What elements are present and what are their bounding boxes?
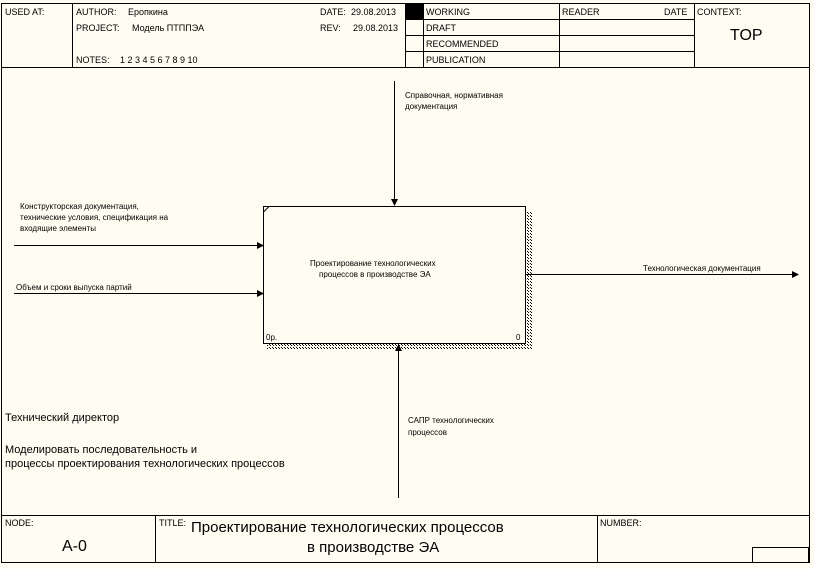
context-value: TOP bbox=[730, 27, 763, 44]
reader-date-label: DATE bbox=[664, 7, 688, 17]
number-label: NUMBER: bbox=[600, 518, 642, 528]
used-at-label: USED AT: bbox=[5, 7, 45, 17]
mechanism-label-line1: САПР технологических bbox=[408, 416, 494, 425]
control-label-line1: Справочная, нормативная bbox=[405, 91, 503, 100]
viewpoint-text: Технический директор bbox=[5, 412, 120, 424]
status-working: WORKING bbox=[426, 7, 470, 17]
status-recommended: RECOMMENDED bbox=[426, 39, 499, 49]
input1-label-line2: технические условия, спецификация на bbox=[20, 213, 169, 222]
activity-box bbox=[263, 206, 526, 344]
status-publication: PUBLICATION bbox=[426, 55, 486, 65]
context-label: CONTEXT: bbox=[697, 7, 742, 17]
date-label: DATE: bbox=[320, 7, 346, 17]
activity-name-line1: Проектирование технологических bbox=[310, 259, 436, 268]
date-value: 29.08.2013 bbox=[351, 7, 397, 17]
output-label: Технологическая документация bbox=[643, 264, 761, 273]
working-status-marker bbox=[406, 4, 423, 19]
rev-value: 29.08.2013 bbox=[353, 23, 399, 33]
title-label: TITLE: bbox=[159, 518, 187, 528]
project-value: Модель ПТППЭА bbox=[132, 23, 205, 33]
control-label-line2: документация bbox=[405, 102, 458, 111]
activity-number: 0 bbox=[516, 333, 521, 342]
title-line2: в производстве ЭА bbox=[307, 539, 440, 556]
mechanism-label-line2: процессов bbox=[408, 428, 447, 437]
author-label: AUTHOR: bbox=[76, 7, 117, 17]
notes-value: 1 2 3 4 5 6 7 8 9 10 bbox=[120, 55, 198, 65]
activity-name-line2: процессов в производстве ЭА bbox=[319, 270, 431, 279]
reader-label: READER bbox=[562, 7, 600, 17]
author-value: Еропкина bbox=[128, 7, 168, 17]
rev-label: REV: bbox=[320, 23, 341, 33]
input2-label: Объем и сроки выпуска партий bbox=[16, 283, 132, 292]
title-line1: Проектирование технологических процессов bbox=[191, 519, 504, 536]
notes-label: NOTES: bbox=[76, 55, 110, 65]
purpose-line1: Моделировать последовательность и bbox=[5, 444, 198, 456]
input1-label-line3: входящие элементы bbox=[20, 224, 96, 233]
status-draft: DRAFT bbox=[426, 23, 456, 33]
node-label: NODE: bbox=[5, 518, 34, 528]
project-label: PROJECT: bbox=[76, 23, 120, 33]
purpose-line2: процессы проектирования технологических … bbox=[5, 458, 285, 470]
activity-cost: 0р. bbox=[266, 333, 278, 342]
input1-label-line1: Конструкторская документация, bbox=[20, 202, 139, 211]
node-value: А-0 bbox=[62, 538, 87, 555]
